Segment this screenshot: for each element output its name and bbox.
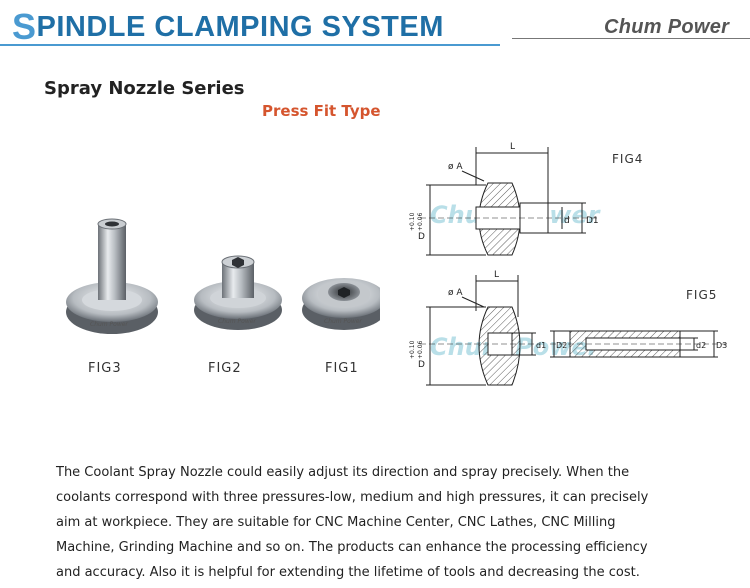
fig4-tol-lower: +0.06 [417, 212, 424, 231]
label-fig2: FIG2 [208, 361, 242, 376]
fig5-dim-l: L [494, 270, 499, 280]
label-fig5: FIG5 [686, 288, 717, 302]
header-rule-left [0, 44, 500, 46]
drawing-fig5 [420, 275, 730, 386]
description-line: Machine, Grinding Machine and so on. The… [56, 540, 648, 555]
fig4-dim-d1: D1 [586, 216, 599, 226]
photo-fig3: Chum Power [66, 218, 158, 334]
technical-drawings: Chum Power Chum Power L ø A D +0.10 +0.0… [409, 142, 730, 386]
photo-fig1: Chum Power [302, 278, 380, 330]
header-rule-right [512, 38, 750, 39]
label-fig1: FIG1 [325, 361, 359, 376]
engraving-fig3: Chum Power [90, 321, 128, 328]
description-line: aim at workpiece. They are suitable for … [56, 515, 616, 530]
drawing-fig4 [420, 147, 600, 256]
fig4-dim-d: D [418, 232, 425, 242]
fig5-tol-lower: +0.06 [417, 340, 424, 359]
description-line: coolants correspond with three pressures… [56, 490, 649, 505]
series-title: Spray Nozzle Series [44, 78, 245, 99]
description-line: The Coolant Spray Nozzle could easily ad… [56, 465, 630, 480]
title-initial: S [12, 6, 37, 47]
title-rest: PINDLE CLAMPING SYSTEM [36, 11, 444, 43]
description: The Coolant Spray Nozzle could easily ad… [56, 460, 696, 585]
fig5-dim-a: ø A [448, 288, 463, 298]
description-line: and accuracy. Also it is helpful for ext… [56, 565, 640, 580]
fig4-dim-small-d: d [564, 216, 570, 226]
fig4-dim-l: L [510, 142, 515, 152]
engraving-fig1: Chum Power [324, 318, 362, 325]
fig5-tol-upper: +0.10 [409, 340, 416, 359]
photo-fig2: Chum Power [194, 255, 282, 330]
label-fig3: FIG3 [88, 361, 122, 376]
page-title: SPINDLE CLAMPING SYSTEM [12, 6, 444, 48]
fig5-dim-d: D [418, 360, 425, 370]
fig5-dim-d3: D3 [716, 341, 727, 350]
fig5-dim-d1: d1 [536, 341, 546, 350]
engraving-fig2: Chum Power [218, 318, 256, 325]
fig5-dim-d2-lower: d2 [696, 341, 706, 350]
type-title: Press Fit Type [262, 102, 381, 120]
brand-logo: Chum Power [604, 16, 730, 38]
fig4-tol-upper: +0.10 [409, 212, 416, 231]
label-fig4: FIG4 [612, 152, 643, 166]
product-photos: Chum Power Chum Power Chum Power [66, 218, 380, 334]
fig5-dim-d2-upper: D2 [556, 341, 567, 350]
fig4-dim-a: ø A [448, 162, 463, 172]
